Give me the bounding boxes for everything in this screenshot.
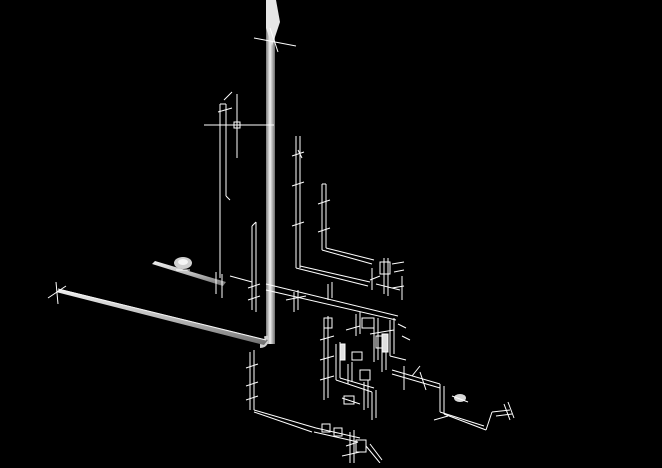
- crosshair-cursor-icon: [204, 94, 274, 158]
- branch-pipe-right: [391, 365, 513, 431]
- fitting-cluster-upper: [369, 258, 405, 300]
- branch-end-marker-right: [503, 401, 515, 421]
- header-line: [265, 282, 399, 321]
- valve-fitting-icon: [174, 257, 192, 271]
- right-riser-line: [321, 183, 375, 265]
- fitting-cluster-bottom: [313, 423, 383, 464]
- branch-valve-icon: [451, 394, 469, 403]
- valve-handle-icon: [339, 333, 389, 361]
- horizontal-branch-pipe-left: [56, 288, 268, 345]
- lower-riser-line: [249, 221, 317, 433]
- riser-top-marker: [253, 27, 297, 53]
- main-riser-pipe: [259, 0, 280, 348]
- lower-riser-ticks: [245, 283, 261, 401]
- mid-riser-line: [295, 136, 371, 287]
- upper-branch-pipe: [152, 261, 226, 286]
- right-riser-ticks: [317, 199, 331, 233]
- fitting-cluster-central: [319, 312, 411, 420]
- secondary-riser-line: [219, 103, 253, 283]
- branch-end-marker: [215, 272, 223, 298]
- mid-riser-ticks: [291, 149, 305, 227]
- tick-marker-upper: [217, 91, 233, 113]
- pipe-end-marker-left: [47, 281, 67, 305]
